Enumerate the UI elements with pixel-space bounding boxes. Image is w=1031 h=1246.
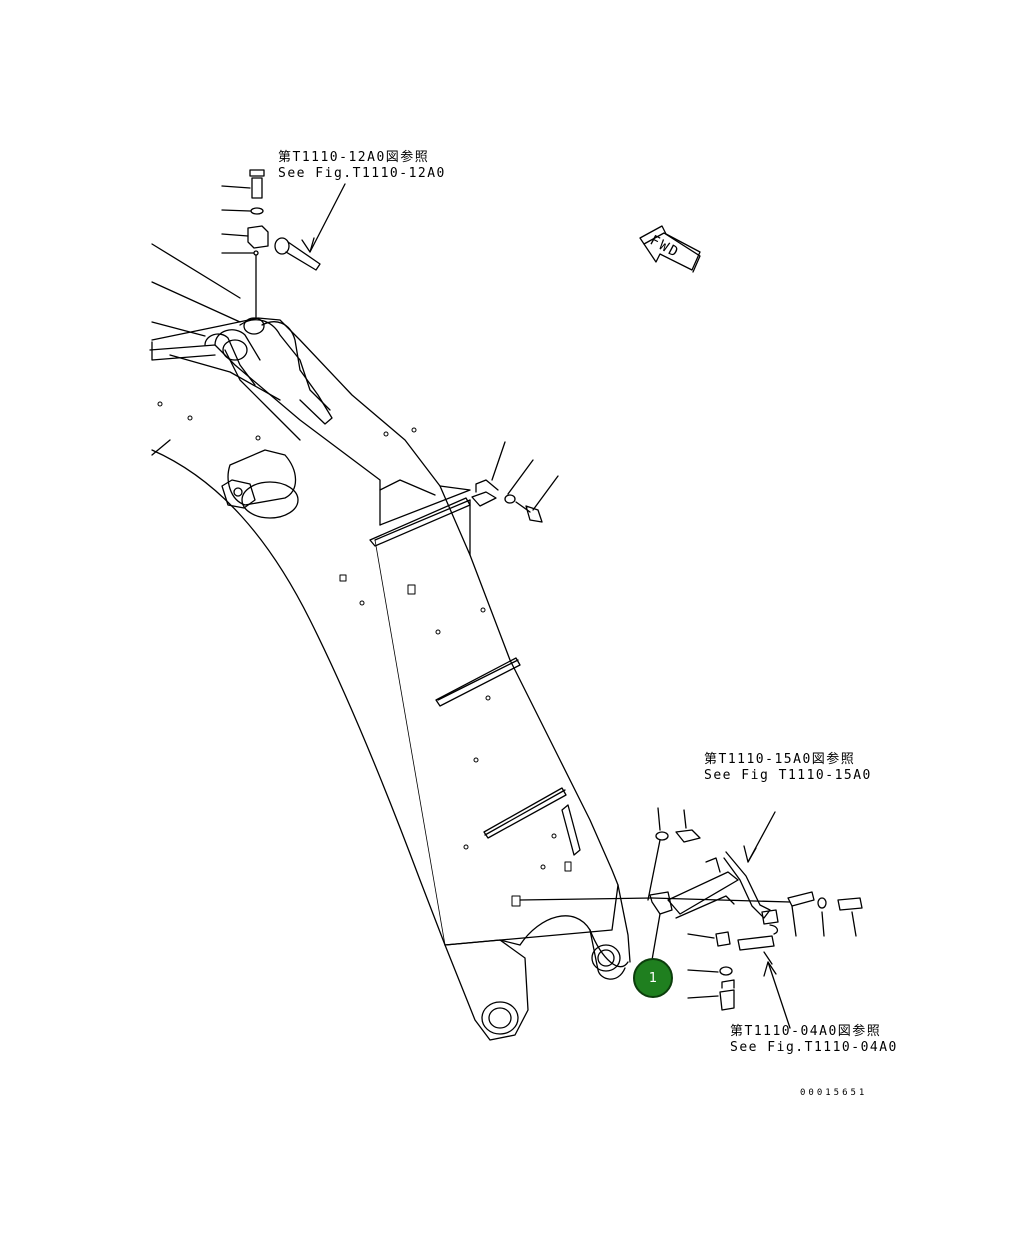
reference-bottom-line2: See Fig.T1110-04A0 — [730, 1040, 898, 1055]
reference-right-line2: See Fig T1110-15A0 — [704, 768, 872, 783]
fwd-arrow-shape — [639, 225, 701, 273]
middle-hardware — [471, 441, 559, 523]
reference-note-right: 第T1110-15A0図参照 See Fig T1110-15A0 — [704, 752, 872, 784]
reference-bottom-line1: 第T1110-04A0図参照 — [730, 1024, 882, 1039]
top-hardware — [221, 169, 346, 319]
drawing-code: 00015651 — [800, 1088, 868, 1098]
reference-top-line1: 第T1110-12A0図参照 — [278, 150, 430, 165]
reference-right-line1: 第T1110-15A0図参照 — [704, 752, 856, 767]
callout-1[interactable]: 1 — [633, 958, 673, 998]
bracket-assembly — [519, 807, 863, 1029]
reference-note-bottom: 第T1110-04A0図参照 See Fig.T1110-04A0 — [730, 1024, 898, 1056]
boom-body — [149, 243, 631, 1041]
reference-top-line2: See Fig.T1110-12A0 — [278, 166, 446, 181]
reference-note-top: 第T1110-12A0図参照 See Fig.T1110-12A0 — [278, 150, 446, 182]
